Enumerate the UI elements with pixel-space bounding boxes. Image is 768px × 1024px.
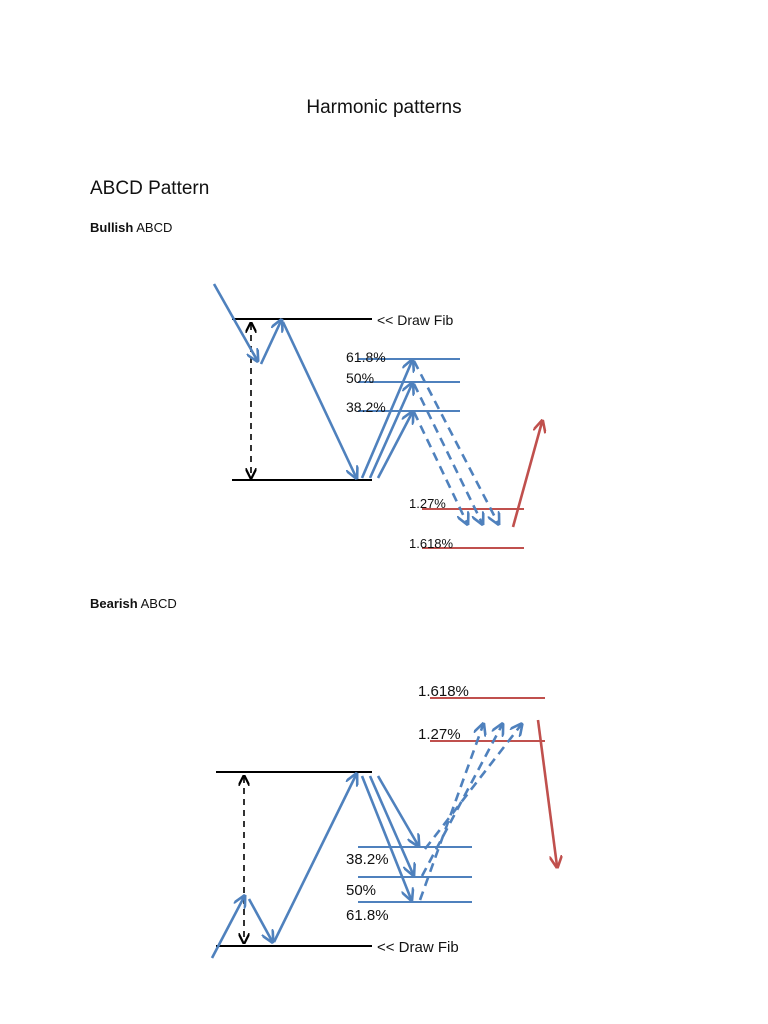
bearish-label-618: 61.8% [346,907,389,924]
bearish-leg-bc-up [272,775,356,943]
bearish-leg-down-618 [360,775,411,899]
bullish-draw-fib-label: << Draw Fib [377,312,453,328]
bearish-projection-1 [418,725,483,901]
bearish-heading: Bearish ABCD [90,596,177,612]
bullish-leg-entry [212,283,257,360]
bearish-leg-entry [210,897,244,959]
bearish-projection-3 [423,725,521,850]
bearish-leg-down-382 [376,775,418,845]
bearish-heading-bold: Bearish [90,596,138,611]
bullish-label-127: 1.27% [409,496,446,511]
bullish-label-618: 61.8% [346,349,386,365]
bearish-abcd-diagram: 1.618% 1.27% 38.2% 50% 61.8% << Draw Fib [210,683,768,959]
bullish-label-382: 38.2% [346,399,386,415]
bearish-draw-fib-label: << Draw Fib [377,939,459,956]
bearish-label-1618: 1.618% [418,683,469,700]
bearish-leg-down-50 [368,775,413,874]
bearish-leg-small-down [247,898,272,941]
bearish-projection-2 [420,725,502,877]
bullish-label-50: 50% [346,370,374,386]
bearish-heading-rest: ABCD [137,596,177,611]
bullish-heading-rest: ABCD [133,220,173,235]
bearish-label-50: 50% [346,882,376,899]
bullish-leg-up-382 [376,413,412,479]
bullish-heading-bold: Bullish [90,220,134,235]
bullish-reversal-arrow [511,422,542,528]
bullish-leg-bc-down [281,321,356,477]
bearish-label-382: 38.2% [346,851,389,868]
bullish-projection-3 [412,360,498,523]
bearish-reversal-arrow [536,719,557,866]
bullish-projection-2 [412,383,482,523]
bullish-leg-up-50 [368,384,412,479]
section-heading-abcd: ABCD Pattern [90,178,210,199]
document-title: Harmonic patterns [306,97,462,118]
bullish-abcd-diagram: << Draw Fib 61.8% 50% 38.2% 1.27% 1.618% [212,283,768,551]
bullish-projection-1 [412,411,467,523]
bullish-heading: Bullish ABCD [90,220,172,236]
bullish-leg-small-up [259,321,281,365]
bearish-label-127: 1.27% [418,726,461,743]
bullish-label-1618: 1.618% [409,536,454,551]
